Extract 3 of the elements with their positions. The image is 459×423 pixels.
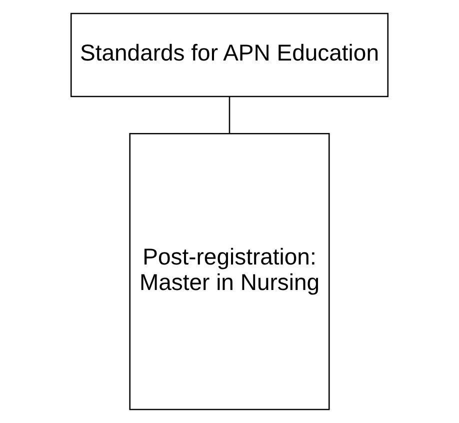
connector xyxy=(228,96,230,134)
node-box: Post-registration: Master in Nursing xyxy=(129,132,330,410)
node-box: Standards for APN Education xyxy=(70,12,389,98)
